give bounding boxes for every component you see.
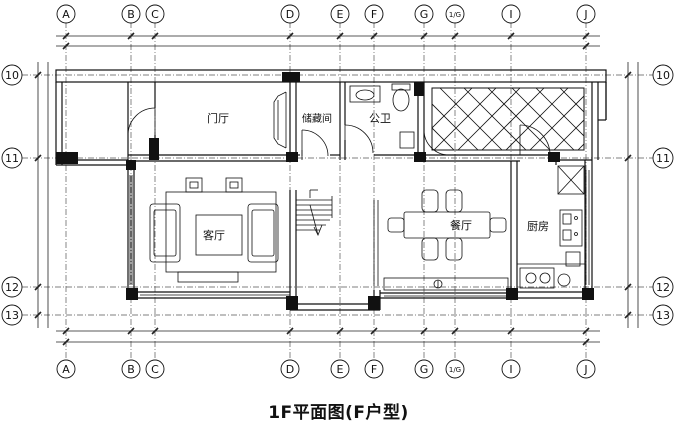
axis-bubble: 12 — [652, 276, 674, 298]
dining-furniture — [373, 189, 509, 291]
axis-bubble: G — [414, 359, 434, 379]
room-label-storage: 储藏间 — [302, 112, 332, 125]
room-label-kitchen: 厨房 — [527, 220, 549, 233]
axis-bubble: J — [576, 359, 596, 379]
room-label-dining-room: 餐厅 — [450, 218, 472, 232]
kitchen-fixtures — [517, 165, 585, 289]
svg-text:D: D — [286, 8, 294, 21]
axis-grid-vertical — [65, 22, 587, 360]
axis-bubbles-bottom: A B C D E F G 1/G I J — [56, 359, 596, 379]
svg-text:F: F — [371, 363, 377, 376]
svg-text:10: 10 — [5, 69, 19, 82]
axis-bubble: I — [501, 4, 521, 24]
svg-text:G: G — [420, 363, 429, 376]
living-room-furniture — [149, 177, 279, 283]
axis-bubble: C — [145, 4, 165, 24]
svg-text:B: B — [127, 363, 135, 376]
dimension-lines — [34, 32, 639, 346]
svg-text:12: 12 — [656, 281, 670, 294]
svg-text:I: I — [509, 8, 512, 21]
axis-bubble: D — [280, 4, 300, 24]
staircase — [296, 189, 333, 236]
room-label-public-toilet: 公卫 — [369, 112, 391, 125]
axis-bubble: 11 — [652, 147, 674, 169]
axis-bubble: D — [280, 359, 300, 379]
room-label-entrance-hall: 门厅 — [207, 111, 229, 125]
svg-text:10: 10 — [656, 69, 670, 82]
axis-bubble: 1/G — [445, 359, 465, 379]
axis-bubble: B — [121, 4, 141, 24]
svg-text:D: D — [286, 363, 294, 376]
drawing-title: 1F平面图(F户型) — [268, 403, 409, 423]
axis-bubble: F — [364, 4, 384, 24]
axis-bubble: 1/G — [445, 4, 465, 24]
svg-text:11: 11 — [656, 152, 670, 165]
axis-bubble: A — [56, 359, 76, 379]
axis-bubbles-right: 10 11 12 13 — [652, 64, 674, 326]
entrance-cabinet — [273, 91, 287, 149]
svg-text:J: J — [583, 8, 587, 21]
axis-bubbles-left: 10 11 12 13 — [1, 64, 23, 326]
axis-bubbles-top: A B C D E F G 1/G I J — [56, 4, 596, 24]
axis-bubble: I — [501, 359, 521, 379]
axis-bubble: B — [121, 359, 141, 379]
axis-bubble: 13 — [1, 304, 23, 326]
room-label-living-room: 客厅 — [203, 228, 225, 242]
axis-grid-horizontal — [22, 74, 654, 316]
windows — [129, 170, 590, 297]
svg-text:13: 13 — [5, 309, 19, 322]
svg-text:A: A — [62, 363, 70, 376]
walls — [55, 69, 607, 311]
doors — [127, 107, 551, 160]
axis-bubble: J — [576, 4, 596, 24]
room-labels: 门厅 储藏间 公卫 客厅 餐厅 厨房 — [203, 111, 549, 242]
svg-text:1/G: 1/G — [449, 11, 461, 19]
svg-text:C: C — [151, 363, 159, 376]
svg-text:A: A — [62, 8, 70, 21]
axis-bubble: C — [145, 359, 165, 379]
svg-text:G: G — [420, 8, 429, 21]
svg-text:J: J — [583, 363, 587, 376]
svg-text:F: F — [371, 8, 377, 21]
svg-text:E: E — [337, 8, 344, 21]
axis-bubble: E — [330, 359, 350, 379]
svg-text:C: C — [151, 8, 159, 21]
svg-text:13: 13 — [656, 309, 670, 322]
axis-bubble: G — [414, 4, 434, 24]
svg-text:1/G: 1/G — [449, 366, 461, 374]
columns — [56, 72, 594, 310]
svg-text:B: B — [127, 8, 135, 21]
axis-bubble: F — [364, 359, 384, 379]
axis-bubble: 10 — [1, 64, 23, 86]
axis-bubble: E — [330, 4, 350, 24]
svg-text:12: 12 — [5, 281, 19, 294]
svg-text:11: 11 — [5, 152, 19, 165]
axis-bubble: 11 — [1, 147, 23, 169]
axis-bubble: 13 — [652, 304, 674, 326]
svg-text:E: E — [337, 363, 344, 376]
toilet-fixtures — [349, 83, 415, 149]
axis-bubble: 10 — [652, 64, 674, 86]
axis-bubble: 12 — [1, 276, 23, 298]
axis-bubble: A — [56, 4, 76, 24]
svg-text:I: I — [509, 363, 512, 376]
terrace-lattice — [431, 87, 585, 151]
